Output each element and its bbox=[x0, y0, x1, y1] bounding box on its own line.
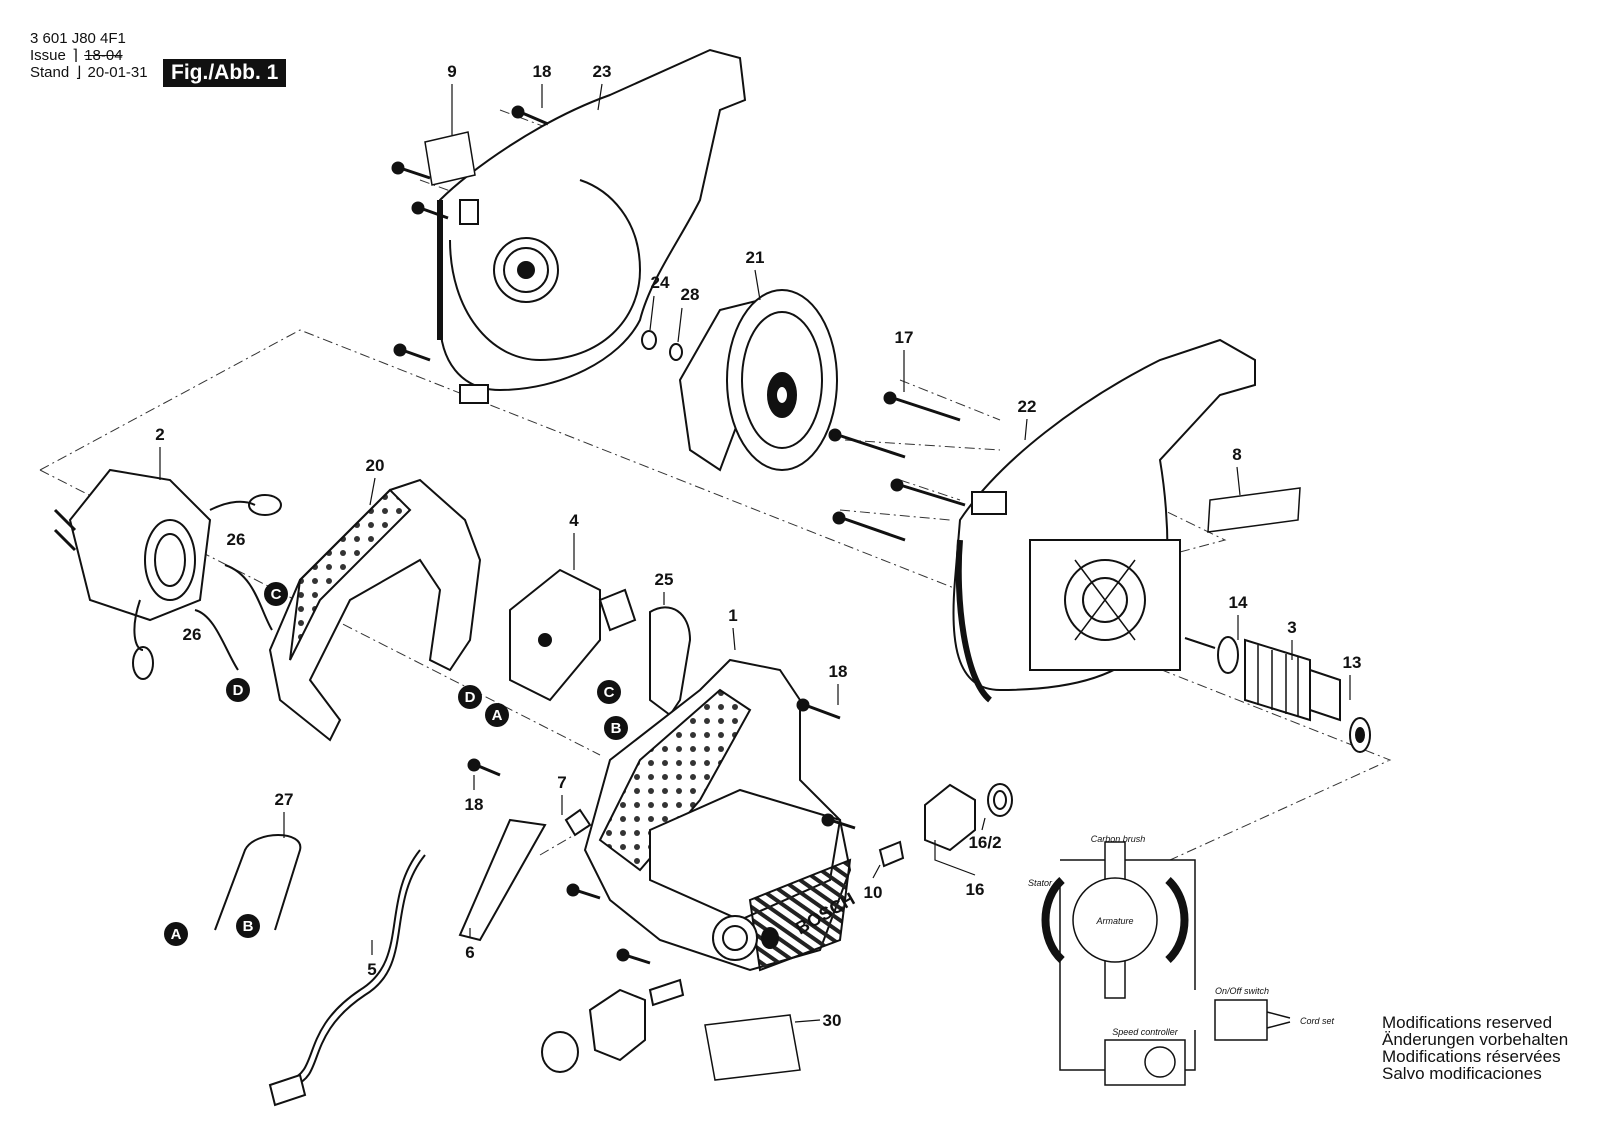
svg-text:C: C bbox=[271, 586, 282, 603]
part-label: 18 bbox=[533, 62, 552, 81]
old-date: 18-04 bbox=[84, 47, 123, 64]
screws-lower bbox=[467, 698, 856, 965]
jumper-wire bbox=[214, 834, 302, 931]
power-cord bbox=[268, 849, 426, 1107]
label-part-30 bbox=[704, 1014, 801, 1081]
wiring-labels: Carbon brush Stator Armature On/Off swit… bbox=[1028, 834, 1335, 1037]
blower-housing-upper bbox=[437, 48, 747, 404]
connector-marker: B bbox=[604, 716, 628, 740]
label-part-8 bbox=[1207, 487, 1301, 533]
part-label: 17 bbox=[895, 328, 914, 347]
stator-label: Stator bbox=[1028, 878, 1053, 888]
blower-housing-lower bbox=[952, 338, 1256, 703]
part-label: 14 bbox=[1229, 593, 1248, 612]
part-label: 13 bbox=[1343, 653, 1362, 672]
svg-text:A: A bbox=[171, 926, 182, 943]
nut-washer bbox=[641, 330, 683, 361]
part-label: 1 bbox=[728, 606, 737, 625]
part-label: 5 bbox=[367, 960, 376, 979]
switch-module bbox=[509, 568, 637, 702]
figure-label: Fig./Abb. 1 bbox=[163, 59, 287, 87]
connector-marker: C bbox=[264, 582, 288, 606]
handle-half bbox=[268, 478, 482, 742]
armature bbox=[1184, 636, 1371, 753]
part-label: 6 bbox=[465, 943, 474, 962]
connector-marker: D bbox=[458, 685, 482, 709]
fan-impeller bbox=[678, 289, 838, 472]
leader-lines bbox=[159, 83, 1351, 1023]
connector-markers: C D D A C B A B bbox=[164, 582, 628, 946]
part-label: 26 bbox=[183, 625, 202, 644]
doc-number: 3 601 J80 4F1 bbox=[30, 30, 126, 47]
speed-controller-knob bbox=[878, 783, 1013, 868]
connector-marker: A bbox=[164, 922, 188, 946]
part-label: 22 bbox=[1018, 397, 1037, 416]
issue-row: Issue ⌉ 18-04 bbox=[30, 47, 148, 64]
part-label: 27 bbox=[275, 790, 294, 809]
part-label: 24 bbox=[651, 273, 670, 292]
screws-upper bbox=[391, 105, 549, 362]
part-label: 3 bbox=[1287, 618, 1296, 637]
part-label: 30 bbox=[823, 1011, 842, 1030]
trigger bbox=[649, 606, 692, 717]
issue-label: Issue bbox=[30, 47, 66, 64]
part-label: 18 bbox=[465, 795, 484, 814]
part-label: 16/2 bbox=[968, 833, 1001, 852]
part-label: 28 bbox=[681, 285, 700, 304]
part-label: 20 bbox=[366, 456, 385, 475]
part-label: 26 bbox=[227, 530, 246, 549]
connector-marker: B bbox=[236, 914, 260, 938]
svg-text:D: D bbox=[233, 682, 244, 699]
part-label: 18 bbox=[829, 662, 848, 681]
connector-marker: A bbox=[485, 703, 509, 727]
armature-label: Armature bbox=[1095, 916, 1133, 926]
main-housing bbox=[583, 658, 852, 972]
stand-label: Stand bbox=[30, 64, 70, 81]
svg-text:B: B bbox=[243, 918, 254, 935]
part-label: 4 bbox=[569, 511, 579, 530]
stand-row: Stand ⌋ 20-01-31 bbox=[30, 64, 148, 81]
connector-marker: C bbox=[597, 680, 621, 704]
part-label: 16 bbox=[966, 880, 985, 899]
connector-marker: D bbox=[226, 678, 250, 702]
label-part-9 bbox=[424, 131, 476, 186]
svg-text:A: A bbox=[492, 707, 503, 724]
part-number-labels: 9 18 23 24 28 21 17 22 8 2 20 4 25 26 26… bbox=[155, 62, 1361, 1030]
bracket-glyph: ⌋ bbox=[75, 64, 82, 81]
cord-set-label: Cord set bbox=[1300, 1016, 1335, 1026]
bracket-glyph: ⌉ bbox=[72, 47, 78, 64]
part-label: 8 bbox=[1232, 445, 1241, 464]
part-label: 2 bbox=[155, 425, 164, 444]
connector-wires bbox=[194, 564, 273, 671]
svg-text:D: D bbox=[465, 689, 476, 706]
part-label: 10 bbox=[864, 883, 883, 902]
modifications-line: Modifications réservées bbox=[1382, 1047, 1561, 1066]
svg-text:B: B bbox=[611, 720, 622, 737]
long-screws bbox=[828, 391, 966, 542]
modifications-line: Modifications reserved bbox=[1382, 1013, 1553, 1032]
cable-sleeve bbox=[458, 808, 592, 942]
part-label: 9 bbox=[447, 62, 456, 81]
speed-controller-label: Speed controller bbox=[1112, 1027, 1179, 1037]
modifications-notice: Modifications reserved Änderungen vorbeh… bbox=[1382, 1014, 1568, 1082]
on-off-switch-label: On/Off switch bbox=[1215, 986, 1269, 996]
modifications-line: Salvo modificaciones bbox=[1382, 1064, 1542, 1083]
svg-text:C: C bbox=[604, 684, 615, 701]
carbon-brush-label: Carbon brush bbox=[1091, 834, 1146, 844]
stand-date: 20-01-31 bbox=[87, 64, 148, 81]
part-label: 7 bbox=[557, 773, 566, 792]
part-label: 25 bbox=[655, 570, 674, 589]
part-label: 21 bbox=[746, 248, 765, 267]
stator bbox=[53, 468, 282, 680]
part-label: 23 bbox=[593, 62, 612, 81]
document-header: 3 601 J80 4F1 Issue ⌉ 18-04 Stand ⌋ 20-0… bbox=[30, 30, 148, 81]
wiring-schematic bbox=[1041, 841, 1291, 1086]
lower-knob bbox=[541, 978, 685, 1073]
modifications-line: Änderungen vorbehalten bbox=[1382, 1030, 1569, 1049]
